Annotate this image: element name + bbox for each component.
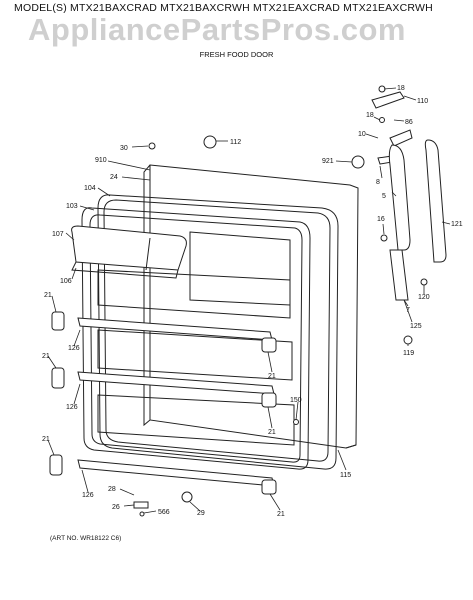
callout-125: 125	[410, 323, 422, 330]
callout-18a: 18	[397, 85, 405, 92]
callout-150: 150	[290, 397, 302, 404]
callout-21a: 21	[44, 292, 52, 299]
callout-112: 112	[230, 139, 241, 146]
callout-10: 10	[358, 131, 366, 138]
model-list: MODEL(S) MTX21BAXCRAD MTX21BAXCRWH MTX21…	[14, 2, 433, 14]
callout-21c: 21	[268, 373, 276, 380]
callout-labels: 18 110 18 86 10 30 112 910 24 921 8 5 10…	[42, 85, 463, 518]
callout-21e: 21	[42, 436, 50, 443]
callout-21d: 21	[268, 429, 276, 436]
callout-121: 121	[451, 221, 463, 228]
callout-126a: 126	[68, 345, 80, 352]
callout-8: 8	[376, 179, 380, 186]
callout-106: 106	[60, 278, 72, 285]
callout-126c: 126	[82, 492, 94, 499]
callout-16: 16	[377, 216, 385, 223]
callout-86: 86	[405, 119, 413, 126]
leader-lines	[47, 87, 451, 514]
callout-30: 30	[120, 145, 128, 152]
callout-21b: 21	[42, 353, 50, 360]
callout-103: 103	[66, 203, 78, 210]
callout-566: 566	[158, 509, 170, 516]
callout-115: 115	[340, 472, 351, 479]
small-parts	[133, 135, 365, 517]
callout-28: 28	[108, 486, 116, 493]
callout-110: 110	[417, 98, 428, 105]
shelf-end-caps	[49, 311, 277, 495]
callout-24: 24	[110, 174, 118, 181]
callout-7: 7	[406, 307, 410, 314]
callout-126b: 126	[66, 404, 78, 411]
diagram-subtitle: FRESH FOOD DOOR	[199, 50, 274, 59]
callout-5: 5	[382, 193, 386, 200]
dairy-door	[71, 225, 187, 279]
callout-104: 104	[84, 185, 96, 192]
outer-door-panel	[143, 164, 359, 449]
callout-120: 120	[418, 294, 430, 301]
callout-29: 29	[197, 510, 205, 517]
hinge-handle-parts	[371, 85, 447, 345]
callout-107: 107	[52, 231, 64, 238]
callout-18b: 18	[366, 112, 374, 119]
inner-door-liner	[81, 207, 311, 470]
callout-21f: 21	[277, 511, 285, 518]
callout-119: 119	[403, 350, 414, 357]
callout-910: 910	[95, 157, 107, 164]
watermark: AppliancePartsPros.com	[28, 12, 406, 47]
door-gasket	[97, 194, 339, 470]
callout-26: 26	[112, 504, 120, 511]
callout-921: 921	[322, 158, 334, 165]
art-number: (ART NO. WR18122 C6)	[50, 535, 122, 542]
